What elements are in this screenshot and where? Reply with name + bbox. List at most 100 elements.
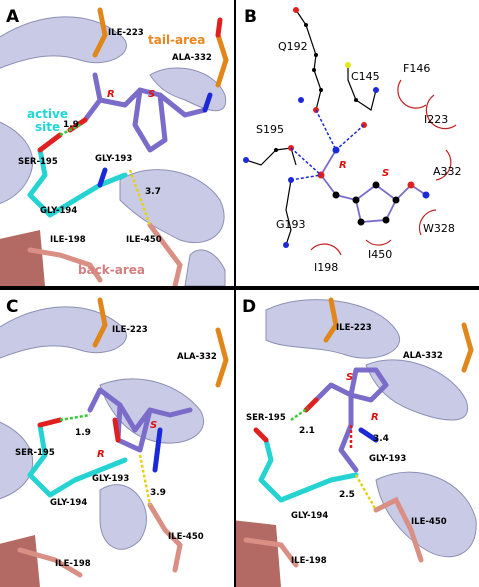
distance-dash: [354, 474, 378, 511]
residue-label: ALA-332: [172, 53, 212, 63]
residue-label: F146: [403, 62, 430, 75]
atom-c: [354, 98, 358, 102]
panel-label: C: [6, 297, 18, 317]
ligand: [87, 387, 193, 433]
residue-label: C145: [351, 70, 380, 83]
chirality-r: R: [97, 449, 105, 460]
ala332-oxygen: [215, 17, 223, 38]
residue-label: I223: [424, 113, 448, 126]
panel-d: D ILE-223 ALA-332 S SER-195 2.1 3.4 GLY-…: [236, 290, 479, 587]
active-site-label: active: [27, 107, 68, 121]
ligand-c: [392, 196, 400, 204]
oxygen: [37, 417, 63, 428]
ligand-c: [332, 191, 340, 199]
ligand-ring: [115, 402, 153, 453]
ala332-stick: [461, 322, 474, 373]
distance-label: 1.9: [63, 120, 79, 130]
atom-c: [319, 88, 323, 92]
distance-label: 2.5: [339, 490, 355, 500]
ligand: [92, 72, 103, 103]
panel-label: D: [242, 297, 256, 317]
ligand-nitrogen: [152, 427, 163, 473]
ile450-stick: [373, 496, 424, 563]
ligand-c: [372, 181, 380, 189]
distance-label: 3.7: [145, 187, 161, 197]
atom-o: [293, 7, 299, 13]
ligand-o: [407, 181, 415, 189]
active-site-label: site: [35, 120, 60, 134]
chirality-s: S: [382, 168, 389, 179]
residue-label: ILE-198: [55, 559, 91, 569]
residue-label: SER-195: [246, 413, 286, 423]
residue-label: S195: [256, 123, 284, 136]
strand: [236, 520, 281, 587]
residue-label: ILE-223: [108, 28, 144, 38]
g193-chain: [285, 179, 292, 246]
ile223-stick: [323, 297, 339, 343]
ligand-nitrogen: [202, 92, 213, 113]
atom-n: [298, 97, 304, 103]
panel-label: B: [244, 7, 257, 27]
residue-label: GLY-194: [291, 511, 328, 521]
residue-label: GLY-193: [95, 154, 132, 164]
hbond-dash: [59, 122, 83, 137]
residue-label: ALA-332: [177, 352, 217, 362]
atom-n: [243, 157, 249, 163]
residue-label: ILE-223: [112, 325, 148, 335]
residue-label: ILE-450: [168, 532, 204, 542]
distance-dash: [138, 454, 152, 506]
atom-s: [345, 62, 351, 68]
residue-label: ILE-198: [50, 235, 86, 245]
strand: [0, 535, 40, 587]
chirality-s: S: [150, 420, 157, 431]
ile223-stick: [92, 297, 108, 348]
vertical-divider: [234, 0, 236, 587]
residue-label: ILE-450: [126, 235, 162, 245]
panel-c-structure: C ILE-223 ALA-332 1.9 R S SER-195 GLY-19…: [0, 297, 229, 587]
helix-ribbon: [0, 306, 127, 359]
chirality-r: R: [371, 412, 379, 423]
helix-ribbon: [184, 249, 226, 286]
helix-ribbon: [0, 421, 34, 500]
s195-chain: [245, 147, 297, 166]
oxygen: [253, 427, 269, 443]
ile198-stick: [27, 247, 103, 283]
chirality-s: S: [148, 89, 155, 100]
ile198-stick: [17, 547, 83, 578]
residue-label: SER-195: [15, 448, 55, 458]
residue-label: I198: [314, 261, 338, 274]
strand: [0, 230, 45, 286]
residue-label: A332: [433, 165, 462, 178]
residue-label: GLY-194: [40, 206, 77, 216]
distance-label: 3.4: [373, 434, 389, 444]
panel-d-structure: D ILE-223 ALA-332 S SER-195 2.1 3.4 GLY-…: [236, 297, 477, 587]
atom-c: [274, 148, 278, 152]
hbond-dash: [59, 413, 91, 422]
panel-b: B Q192 C145: [236, 0, 479, 286]
q192-chain: [295, 9, 322, 111]
back-area-label: back-area: [78, 263, 145, 277]
ligand: [338, 392, 359, 473]
hbond-dashes: [290, 109, 365, 181]
ile450-stick: [147, 222, 183, 286]
ligand-nitrogen: [358, 427, 379, 443]
residue-label: I450: [368, 248, 392, 261]
backbone: [27, 422, 128, 498]
chirality-r: R: [339, 160, 347, 171]
residue-label: SER-195: [18, 157, 58, 167]
ligand-n: [422, 191, 430, 199]
ligand-oxygen: [112, 417, 121, 443]
ile198-stick: [243, 537, 299, 568]
atom-n: [283, 242, 289, 248]
distance-label: 1.9: [75, 428, 91, 438]
panel-c: C ILE-223 ALA-332 1.9 R S SER-195 GLY-19…: [0, 290, 234, 587]
atom-c: [312, 68, 316, 72]
atom-n: [373, 87, 379, 93]
ligand-c: [352, 196, 360, 204]
residue-label: ILE-198: [291, 556, 327, 566]
ser195-oxygen: [37, 132, 63, 153]
panel-label: A: [6, 7, 20, 27]
ligand-c: [382, 216, 390, 224]
atom-c: [314, 53, 318, 57]
